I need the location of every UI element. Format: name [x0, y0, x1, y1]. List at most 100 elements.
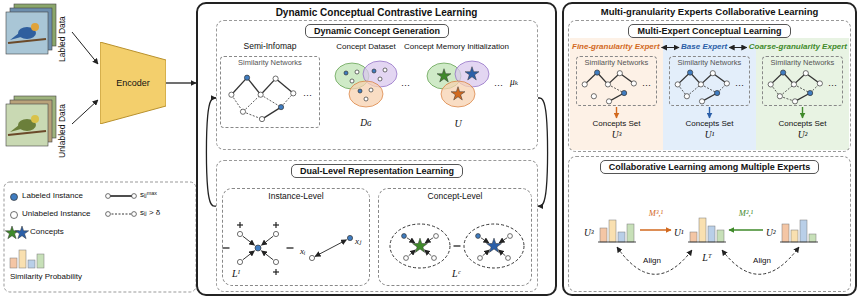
plus-sign [275, 269, 276, 275]
node-title: Similarity Networks [771, 59, 835, 68]
instance-dot [591, 94, 596, 99]
instance-dot [768, 82, 773, 87]
similarity-edge [243, 95, 261, 112]
instance-dot [132, 194, 137, 199]
legend-label: sᵢⱼ > δ [140, 208, 160, 217]
instance-dot [350, 79, 354, 83]
instance-dot [237, 231, 242, 236]
pull-arrow [481, 238, 489, 243]
legend-label: sᵢⱼᵐᵃˣ [140, 190, 157, 199]
concept-cluster [441, 81, 475, 107]
legend-bar [19, 250, 26, 268]
similarity-edge [261, 95, 281, 107]
expert-column [756, 38, 849, 150]
expert-column [570, 38, 663, 150]
plus-sign [239, 222, 240, 228]
input-arrow [72, 100, 98, 124]
ellipsis: ··· [642, 80, 651, 90]
instance-dot [476, 234, 481, 239]
probability-bar [800, 220, 807, 242]
instance-dot [244, 75, 249, 80]
data-label: Labled Data [58, 16, 68, 62]
instance-dot [684, 94, 689, 99]
instance-dot [372, 69, 376, 73]
level-box: Instance-Level [222, 188, 370, 286]
concept-star [437, 69, 451, 82]
probability-bar [600, 228, 607, 242]
node-title: Encoder [116, 78, 150, 88]
concept-arrow [616, 107, 617, 118]
instance-dot [792, 99, 797, 104]
instance-dot [355, 70, 359, 74]
similarity-edge [262, 107, 281, 119]
exchange-arrow [662, 47, 679, 48]
step-label: Concept Memory Initialization [404, 42, 509, 51]
pull-arrow [499, 250, 506, 256]
instance-dot [791, 82, 796, 87]
expert-label: Base Expert [681, 42, 727, 51]
module-box: Collaborative Learning among Multiple Ex… [568, 156, 851, 292]
instance-dot [595, 70, 600, 75]
instance-dot [259, 116, 264, 121]
instance-dot [617, 71, 622, 76]
probability-bar [690, 232, 697, 242]
ellipsis: ··· [735, 80, 744, 90]
expert-label: Coarse-granularity Expert [749, 42, 847, 51]
align-label: Align [753, 256, 771, 265]
instance-dot [404, 256, 409, 261]
math-symbol: U² [798, 130, 808, 141]
minus-sign [454, 245, 461, 246]
similarity-edge [231, 95, 243, 112]
node-title: Instance-Level [268, 192, 323, 202]
instance-dot [432, 256, 437, 261]
instance-dot [229, 92, 234, 97]
legend-bar [10, 258, 17, 268]
similarity-edge [231, 78, 247, 95]
bird-tail [10, 33, 21, 40]
legend-label: Labeled Instance [22, 191, 83, 200]
instance-dot [273, 259, 278, 264]
data-label: Unlabled Data [58, 104, 68, 158]
instance-dot [132, 212, 137, 217]
bar-baseline [780, 242, 818, 243]
pull-arrow [262, 236, 274, 245]
probability-bar [791, 230, 798, 242]
instance-dot [606, 99, 611, 104]
concept-region [390, 224, 450, 268]
math-symbol: U¹ [674, 228, 684, 239]
probability-bar [609, 220, 616, 242]
probability-bar [708, 226, 715, 242]
instance-dot [817, 81, 822, 86]
math-symbol: M³,¹ [649, 209, 663, 219]
pull-arrow [243, 236, 255, 245]
node-title: Similarity Networks [238, 59, 302, 68]
concept-region [464, 224, 524, 268]
legend-line [108, 195, 134, 197]
node-title: Concept-Level [428, 192, 483, 202]
legend-bar [37, 254, 44, 268]
concept-star [451, 87, 465, 100]
encoder-block: Encoder [100, 42, 166, 124]
legend-line [108, 214, 134, 215]
math-symbol: U¹ [705, 130, 715, 141]
pull-arrow [262, 251, 274, 260]
expert-label: Fine-granularity Expert [572, 42, 660, 51]
concept-star [412, 238, 427, 252]
instance-dot [240, 109, 245, 114]
bar-baseline [688, 242, 726, 243]
instance-dot [106, 194, 111, 199]
bird-tail [10, 125, 21, 132]
align-arrow [617, 247, 692, 274]
instance-dot [347, 235, 352, 240]
instance-dot [291, 91, 296, 96]
transfer-arrow [640, 229, 671, 231]
step-label: Semi-Infomap [244, 42, 297, 52]
concept-set-label: Concepts Set [685, 119, 733, 128]
loss-symbol: Lᶜ [452, 268, 460, 280]
instance-dot [237, 259, 242, 264]
probability-bar [782, 224, 789, 242]
minus-sign [223, 247, 230, 248]
node-title: Dynamic Conceptual Contrastive Learning [276, 7, 478, 19]
ellipsis: ··· [828, 80, 837, 90]
